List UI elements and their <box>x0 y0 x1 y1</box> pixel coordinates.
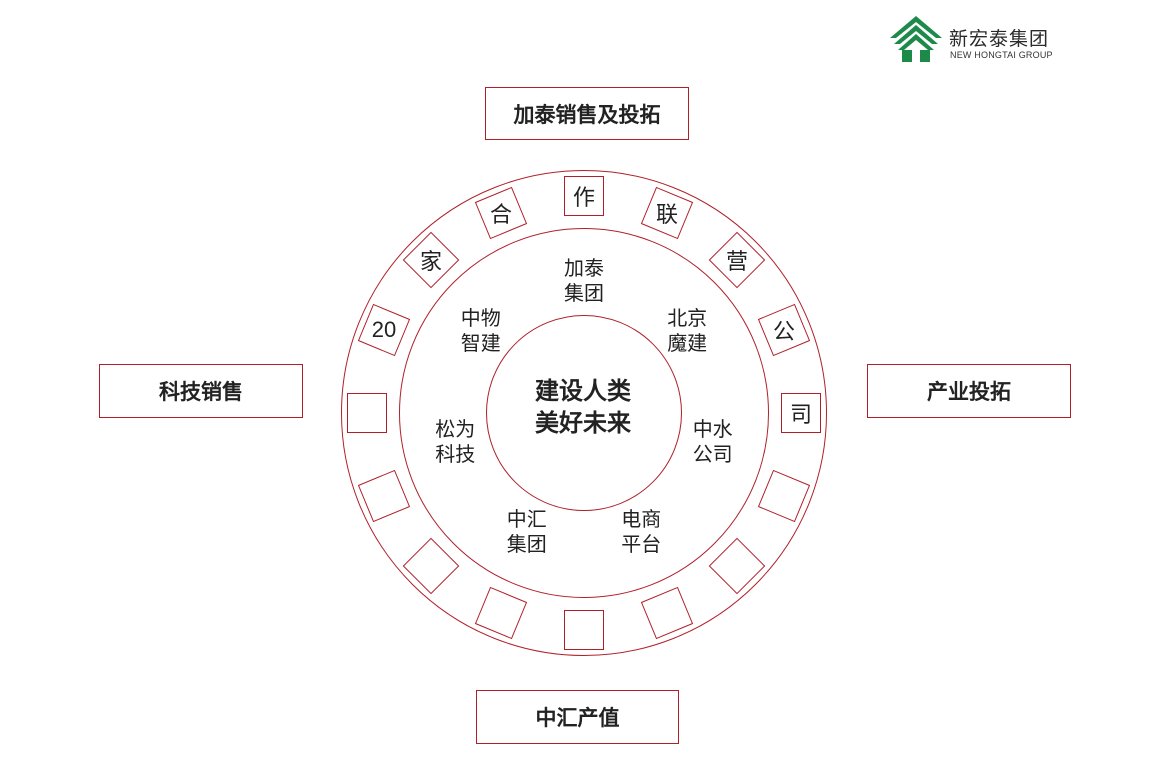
company-node: 加泰集团 <box>544 256 624 306</box>
center-slogan-line1: 建设人类 <box>535 376 631 405</box>
company-name-line2: 集团 <box>564 281 604 305</box>
company-name-line1: 北京 <box>667 305 708 330</box>
ring-slot-label <box>412 547 450 585</box>
company-name-line2: 智建 <box>460 330 501 355</box>
company-name-line1: 松为 <box>435 417 476 442</box>
center-slogan-line2: 美好未来 <box>535 408 631 437</box>
ring-slot <box>474 587 528 640</box>
outer-ring <box>341 170 827 656</box>
ring-slot-label: 营 <box>726 249 749 275</box>
ring-slot-label: 司 <box>789 403 812 428</box>
ring-slot-label <box>482 594 520 632</box>
inner-ring <box>486 315 682 511</box>
ring-slot <box>640 587 694 640</box>
logo-name-cn: 新宏泰集团 <box>949 28 1050 50</box>
ring-slot-label <box>365 477 403 515</box>
company-name-line2: 魔建 <box>667 330 708 355</box>
ring-slot <box>758 469 811 523</box>
ring-slot <box>347 393 387 433</box>
ring-slot: 公 <box>758 303 811 357</box>
ring-slot-label: 合 <box>489 202 512 228</box>
ring-slot-label: 联 <box>656 202 679 228</box>
ring-slot-label: 作 <box>572 186 595 211</box>
company-node: 中水公司 <box>673 417 753 467</box>
company-node: 松为科技 <box>415 417 495 467</box>
ring-slot-label: 20 <box>371 316 396 342</box>
company-name-line1: 加泰 <box>564 256 604 280</box>
company-node: 中汇集团 <box>487 507 567 557</box>
ring-slot-label <box>648 594 686 632</box>
company-name-line2: 集团 <box>506 531 547 556</box>
company-name-line1: 电商 <box>621 506 662 531</box>
ring-slot-label <box>348 394 386 432</box>
company-node: 电商平台 <box>601 507 681 557</box>
ring-slot <box>357 469 410 523</box>
ring-slot: 合 <box>474 186 528 239</box>
ring-slot-label <box>765 477 803 515</box>
channel-bottom-box: 中汇产值 <box>476 690 679 744</box>
middle-ring <box>399 228 769 598</box>
company-name-line1: 中物 <box>460 305 501 330</box>
company-name-line1: 中水 <box>692 417 733 442</box>
ring-slot-label <box>718 547 756 585</box>
logo-name-en: NEW HONGTAI GROUP <box>950 50 1053 60</box>
company-node: 中物智建 <box>441 306 521 356</box>
company-name-line2: 平台 <box>621 531 662 556</box>
ring-slot-label: 家 <box>419 249 442 275</box>
company-name-line2: 科技 <box>435 442 476 467</box>
ring-slot-label <box>565 611 603 649</box>
ring-slot <box>564 610 604 650</box>
ring-slot: 联 <box>640 186 694 239</box>
logo: 新宏泰集团 NEW HONGTAI GROUP <box>888 14 1058 64</box>
company-name-line1: 中汇 <box>506 506 547 531</box>
center-slogan: 建设人类 美好未来 <box>533 375 633 439</box>
company-node: 北京魔建 <box>647 306 727 356</box>
channel-top-box: 加泰销售及投拓 <box>485 87 689 140</box>
company-name-line2: 公司 <box>692 442 733 467</box>
ring-slot: 20 <box>357 303 410 357</box>
channel-right-box: 产业投拓 <box>867 364 1071 418</box>
channel-left-box: 科技销售 <box>99 364 303 418</box>
ring-slot: 作 <box>564 176 604 216</box>
house-roof-icon <box>890 16 942 62</box>
ring-slot: 司 <box>781 393 821 433</box>
ring-slot-label: 公 <box>773 319 796 345</box>
